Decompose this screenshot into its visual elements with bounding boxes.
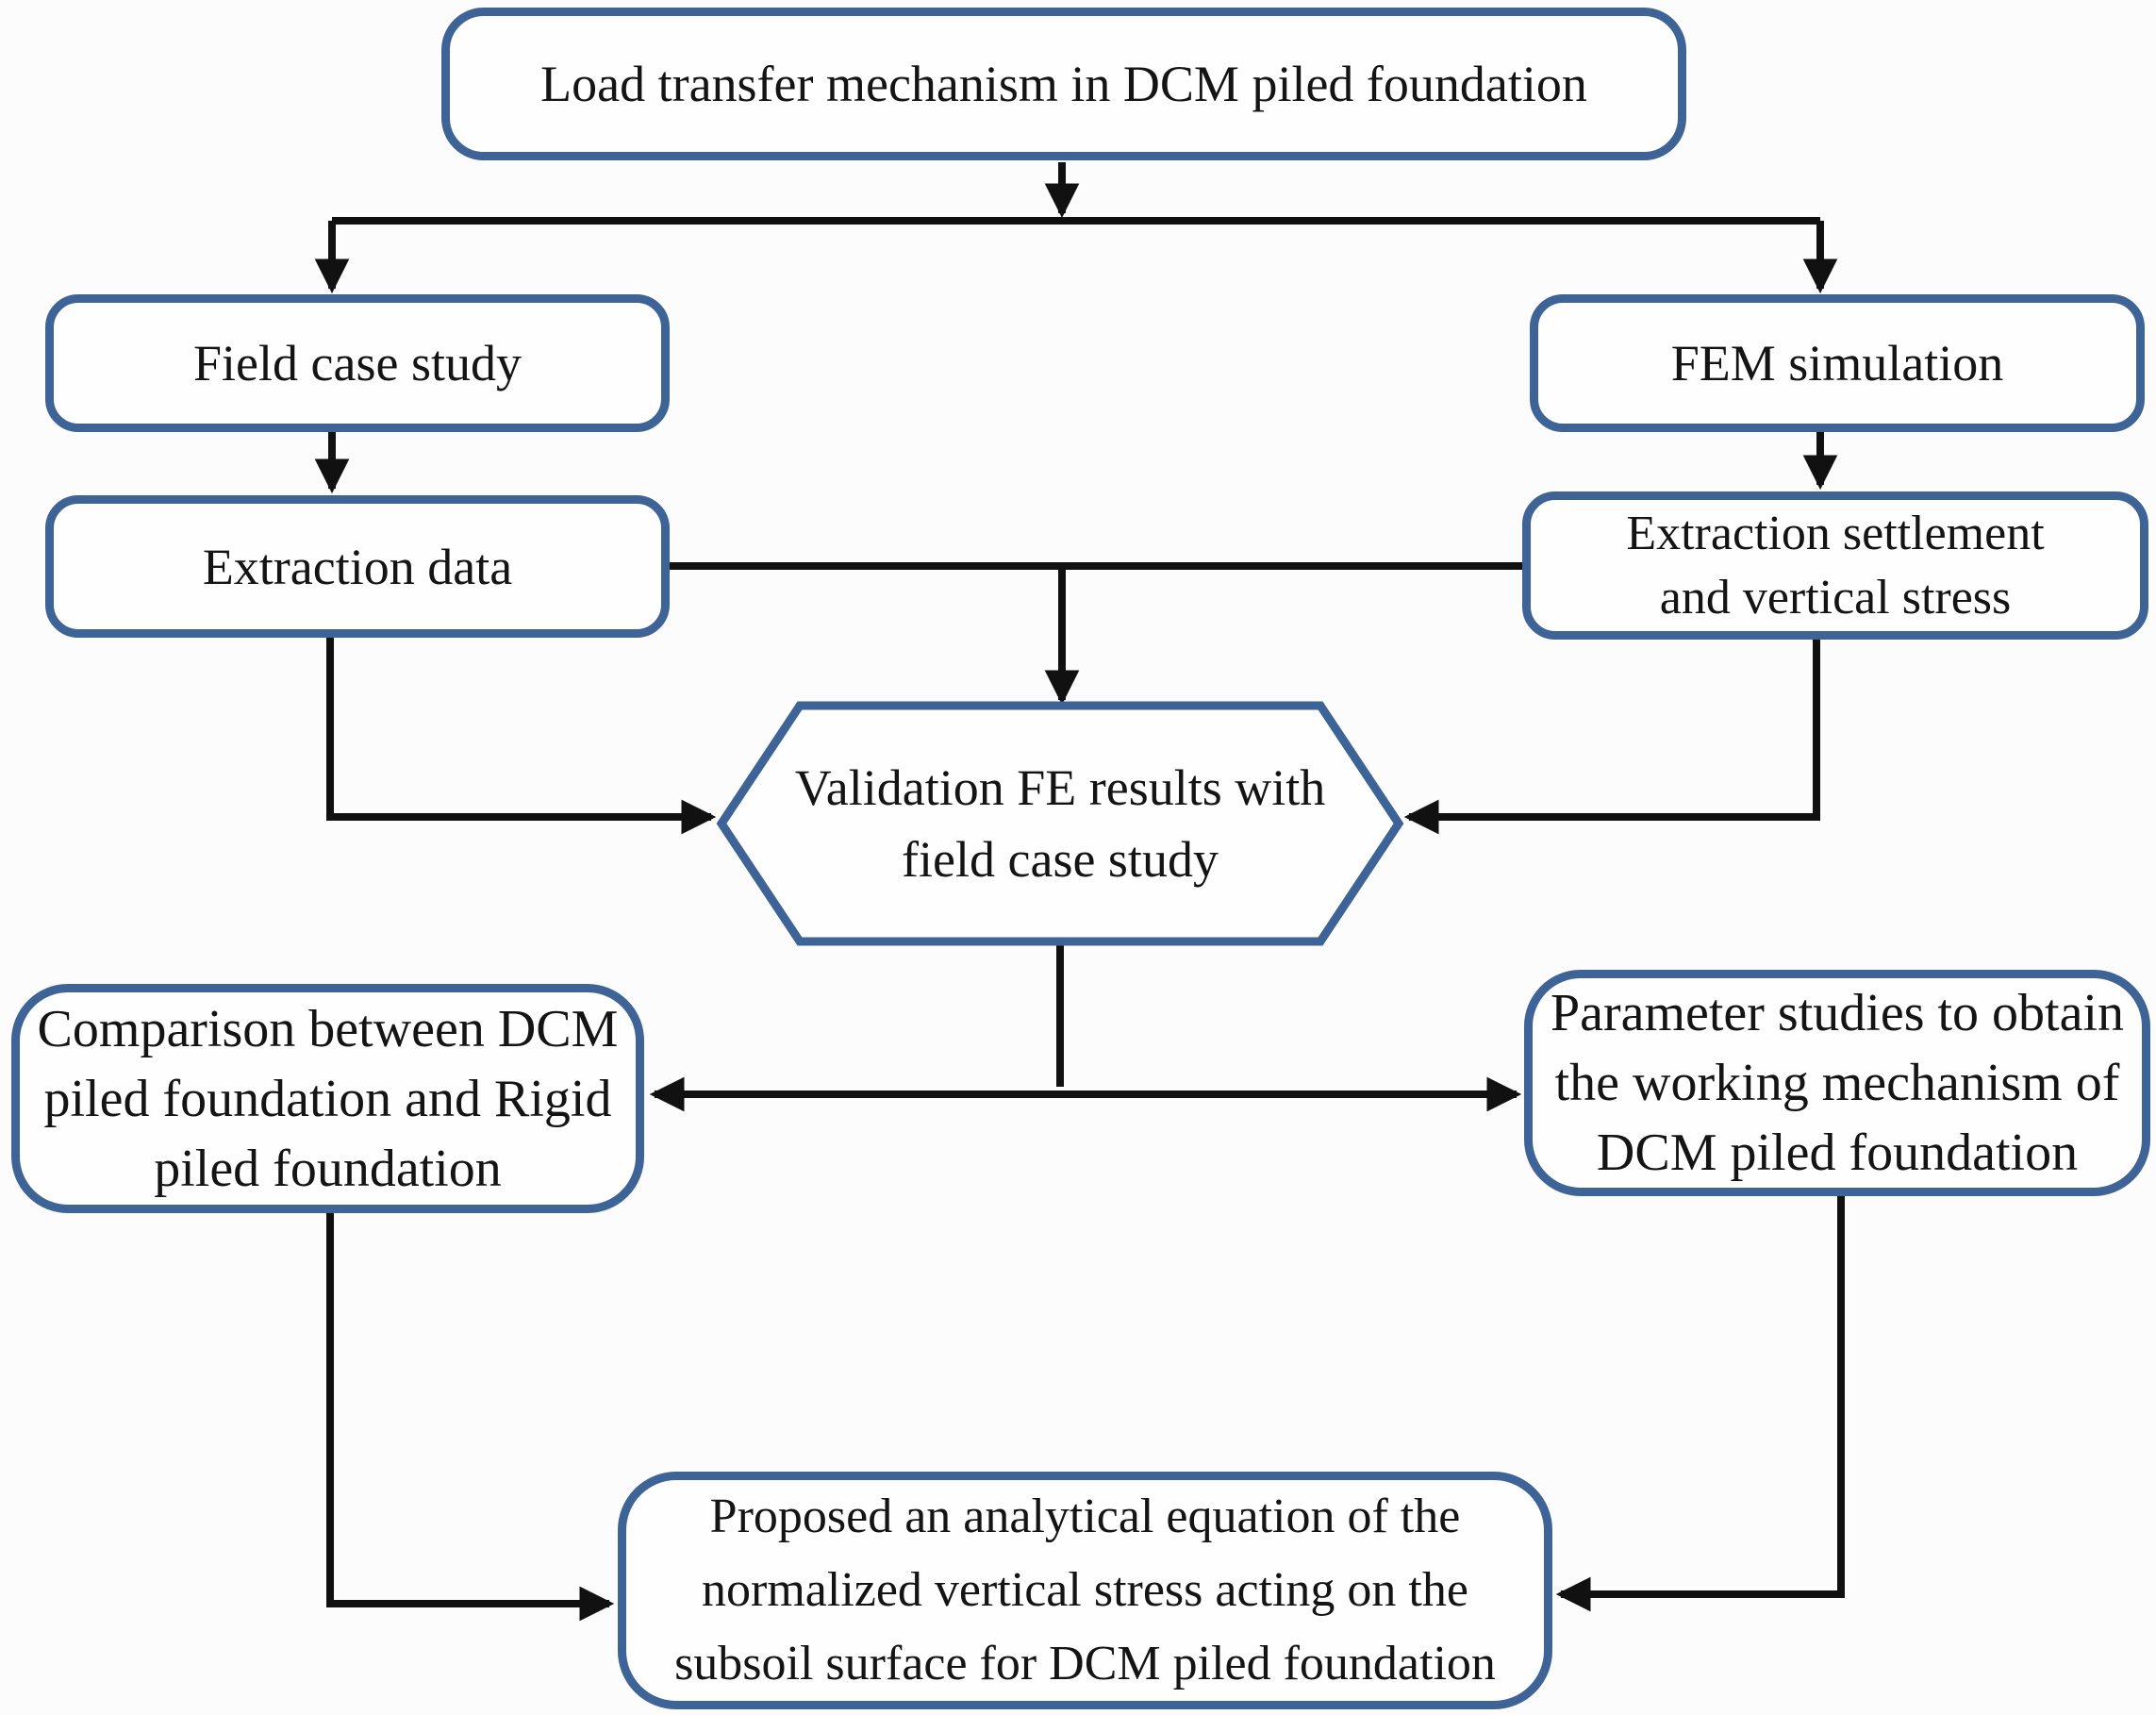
node-comparison-line1: Comparison between DCM bbox=[37, 999, 619, 1058]
node-fem-simulation-label: FEM simulation bbox=[1670, 335, 2004, 391]
node-proposed-equation-line2: normalized vertical stress acting on the bbox=[702, 1563, 1468, 1617]
node-proposed-equation: Proposed an analytical equation of the n… bbox=[618, 1472, 1552, 1709]
arrow-extraction-settlement-to-validation bbox=[1403, 640, 1820, 835]
node-comparison-line3: piled foundation bbox=[154, 1139, 502, 1198]
node-extraction-settlement-line2: and vertical stress bbox=[1659, 570, 2012, 624]
node-field-case-study-label: Field case study bbox=[193, 335, 522, 391]
node-proposed-equation-line1: Proposed an analytical equation of the bbox=[709, 1490, 1461, 1543]
node-parameter-studies: Parameter studies to obtain the working … bbox=[1524, 970, 2150, 1196]
node-fem-simulation: FEM simulation bbox=[1530, 294, 2145, 432]
arrow-comparison-to-proposed bbox=[326, 1213, 615, 1622]
node-parameter-studies-line2: the working mechanism of bbox=[1554, 1054, 2120, 1112]
node-extraction-settlement-line1: Extraction settlement bbox=[1626, 506, 2045, 560]
node-extraction-data-label: Extraction data bbox=[202, 538, 513, 595]
node-extraction-data: Extraction data bbox=[45, 495, 670, 638]
node-comparison-line2: piled foundation and Rigid bbox=[43, 1069, 612, 1128]
node-parameter-studies-line3: DCM piled foundation bbox=[1596, 1124, 2079, 1182]
node-validation-line2: field case study bbox=[902, 831, 1219, 888]
validation-hexagon bbox=[716, 701, 1404, 946]
node-parameter-studies-line1: Parameter studies to obtain bbox=[1550, 984, 2125, 1042]
arrow-parameter-to-proposed bbox=[1555, 1196, 1845, 1612]
node-validation-line1: Validation FE results with bbox=[794, 759, 1326, 816]
node-load-transfer: Load transfer mechanism in DCM piled fou… bbox=[441, 8, 1686, 160]
arrow-extraction-data-to-validation bbox=[326, 638, 717, 835]
node-validation: Validation FE results with field case st… bbox=[745, 724, 1375, 923]
node-extraction-settlement: Extraction settlement and vertical stres… bbox=[1522, 491, 2148, 640]
node-comparison: Comparison between DCM piled foundation … bbox=[11, 984, 644, 1213]
node-proposed-equation-line3: subsoil surface for DCM piled foundation bbox=[674, 1637, 1496, 1690]
node-field-case-study: Field case study bbox=[45, 294, 670, 432]
node-load-transfer-label: Load transfer mechanism in DCM piled fou… bbox=[540, 56, 1587, 112]
